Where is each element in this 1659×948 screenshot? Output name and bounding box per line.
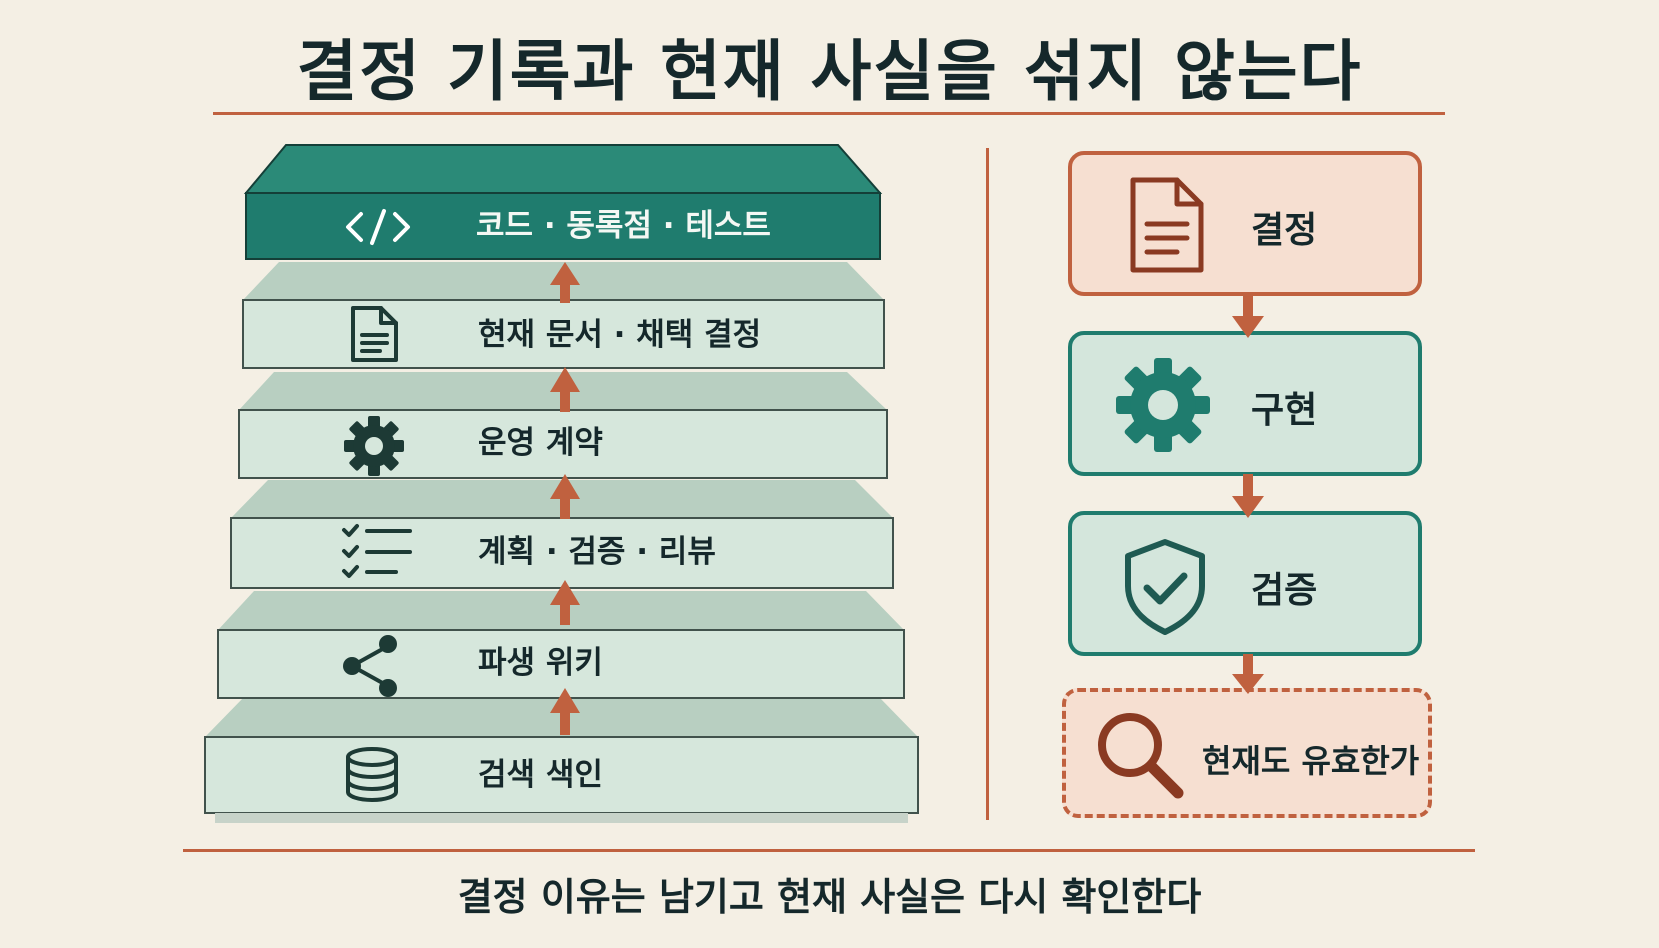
page-title: 결정 기록과 현재 사실을 섞지 않는다 xyxy=(296,33,1363,110)
flow-label-implementation: 구현 xyxy=(1251,390,1318,431)
layer-label-derived-wiki: 파생 위키 xyxy=(478,645,603,681)
gear-icon xyxy=(1116,358,1210,452)
stack-layer-plan-review xyxy=(230,480,894,589)
vertical-divider xyxy=(986,148,989,820)
layer-label-current-docs: 현재 문서 · 채택 결정 xyxy=(478,317,762,353)
code-icon xyxy=(346,209,410,245)
up-arrow-icon xyxy=(550,474,580,519)
up-arrow-icon xyxy=(550,262,580,303)
up-arrow-icon xyxy=(550,367,580,412)
layer-label-plan-review: 계획 · 검증 · 리뷰 xyxy=(478,534,716,570)
layer-stack-diagram xyxy=(204,144,919,823)
layer-label-code: 코드 · 동록점 · 테스트 xyxy=(476,208,771,244)
magnifier-icon xyxy=(1098,713,1184,799)
down-arrow-icon xyxy=(1232,474,1264,518)
stack-layer-search-index xyxy=(204,696,919,823)
layer-label-ops-contract: 운영 계약 xyxy=(478,425,603,461)
checklist-icon xyxy=(342,524,412,578)
down-arrow-icon xyxy=(1232,294,1264,338)
database-icon xyxy=(346,747,398,802)
title-divider xyxy=(213,112,1445,115)
document-icon xyxy=(351,306,398,362)
down-arrow-icon xyxy=(1232,654,1264,694)
up-arrow-icon xyxy=(550,688,580,735)
footer-divider xyxy=(183,849,1475,852)
footer-caption: 결정 이유는 남기고 현재 사실은 다시 확인한다 xyxy=(457,875,1202,919)
shield-check-icon xyxy=(1125,539,1205,635)
flow-label-decision: 결정 xyxy=(1251,210,1318,251)
flow-label-verification: 검증 xyxy=(1251,570,1318,611)
gear-icon xyxy=(344,416,404,476)
flow-label-still-valid: 현재도 유효한가 xyxy=(1202,742,1420,780)
flow-step-decision xyxy=(1068,151,1422,296)
layer-label-search-index: 검색 색인 xyxy=(478,757,603,793)
document-icon xyxy=(1130,177,1204,273)
stack-arrows xyxy=(550,262,580,735)
share-icon xyxy=(343,635,397,697)
stack-layer-current-docs xyxy=(242,262,885,369)
up-arrow-icon xyxy=(550,580,580,625)
